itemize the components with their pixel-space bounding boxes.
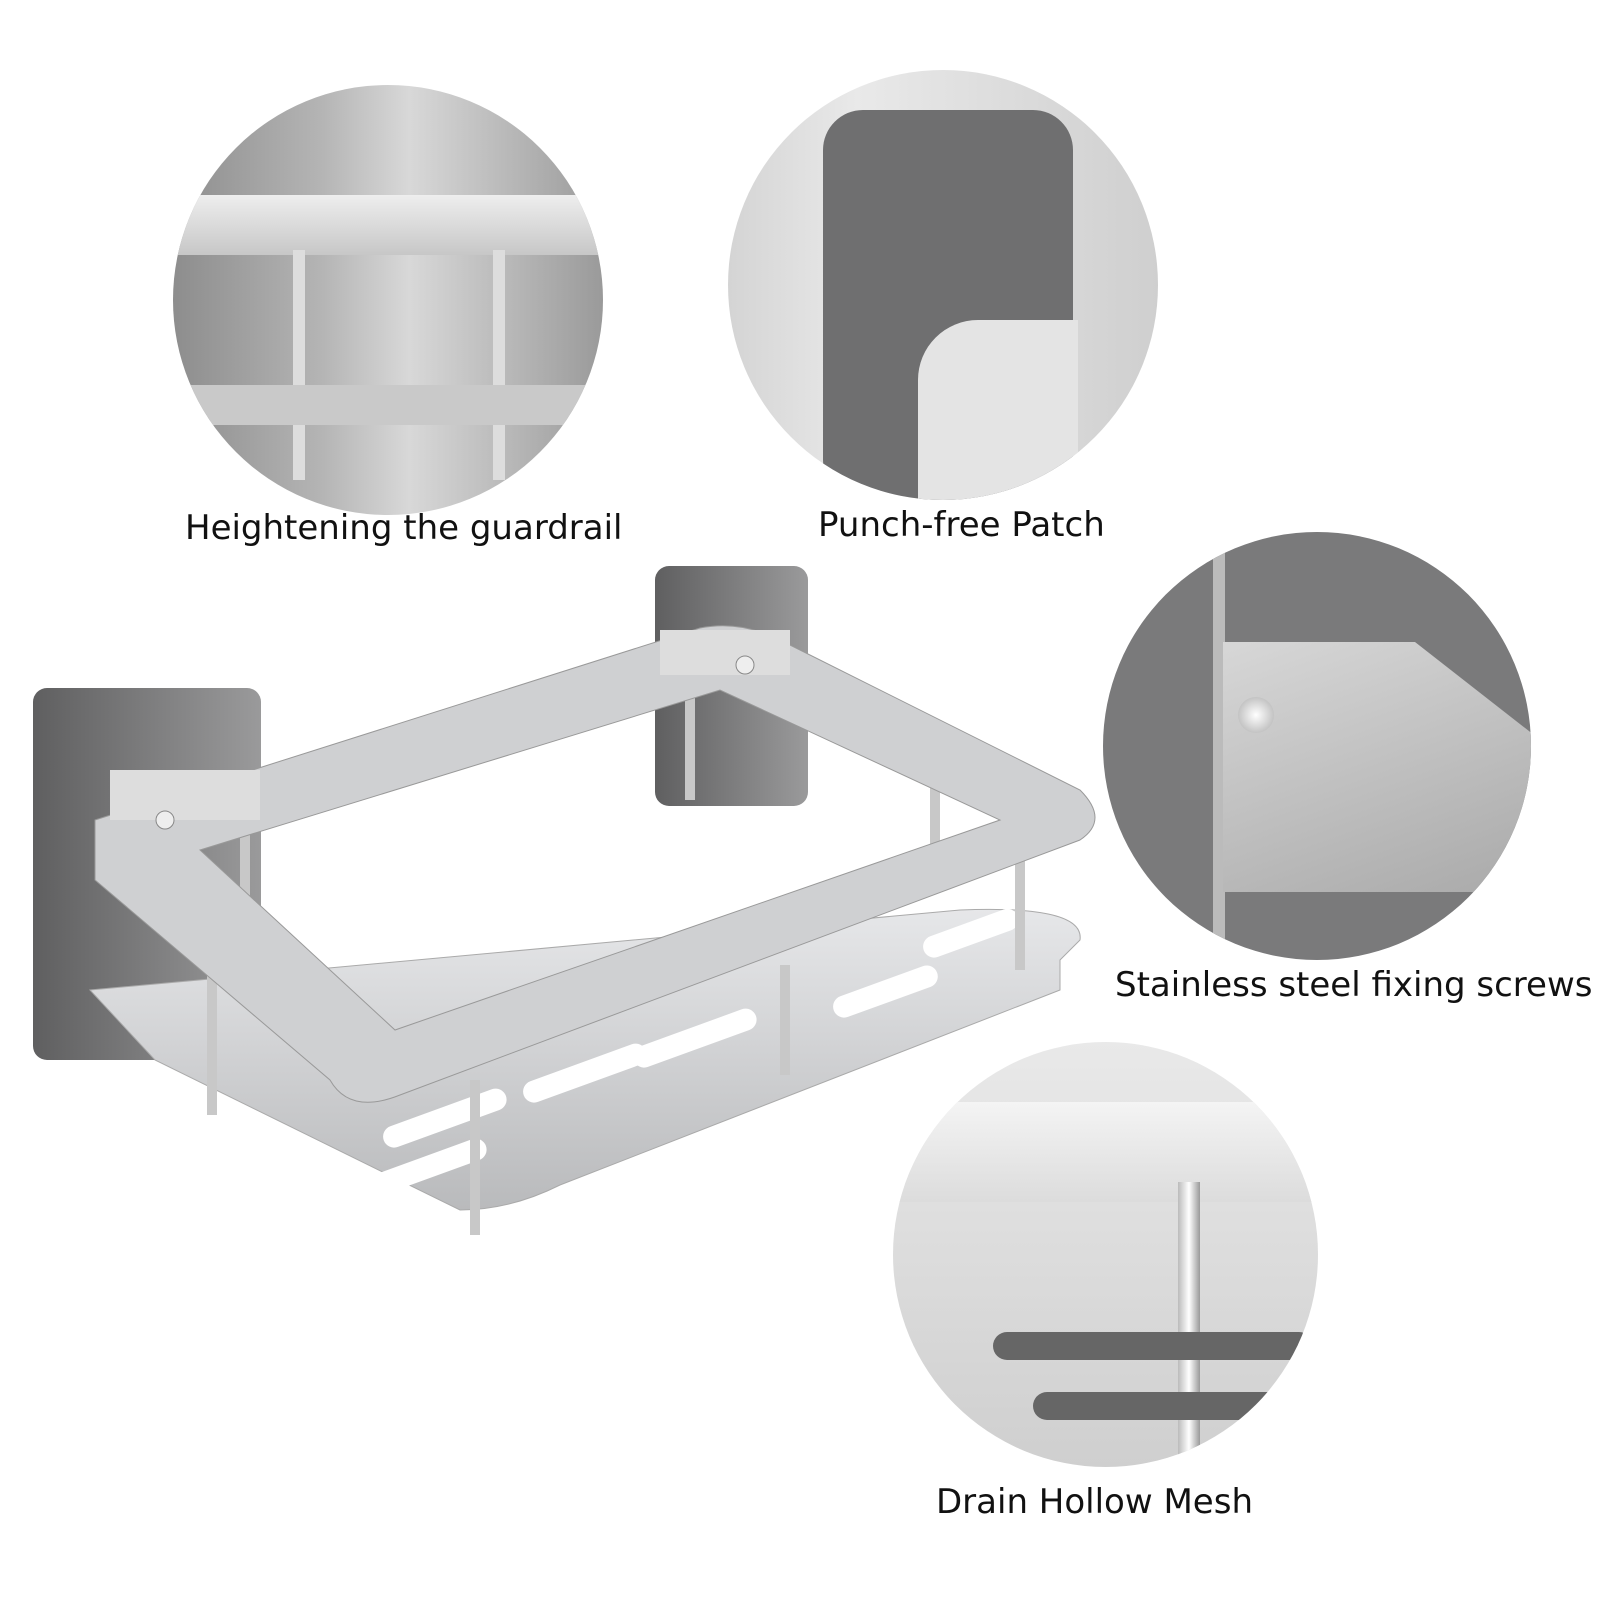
bracket-right [660, 630, 790, 675]
feature-caption-mesh: Drain Hollow Mesh [936, 1482, 1253, 1522]
screw-icon [735, 655, 755, 675]
adhesive-patch-left [33, 688, 261, 1060]
adhesive-patch-right [655, 566, 808, 806]
bracket-left [110, 770, 260, 820]
patch-detail-photo [728, 70, 1158, 500]
feature-caption-patch: Punch-free Patch [818, 505, 1105, 545]
shelf-guardrail-frame [94, 625, 1096, 1103]
guardrail-detail-photo [173, 85, 603, 515]
mesh-detail-photo [893, 1042, 1318, 1467]
screw-icon [155, 810, 175, 830]
feature-caption-guardrail: Heightening the guardrail [185, 508, 623, 548]
feature-caption-screws: Stainless steel fixing screws [1115, 965, 1593, 1005]
screws-detail-photo [1103, 532, 1531, 960]
